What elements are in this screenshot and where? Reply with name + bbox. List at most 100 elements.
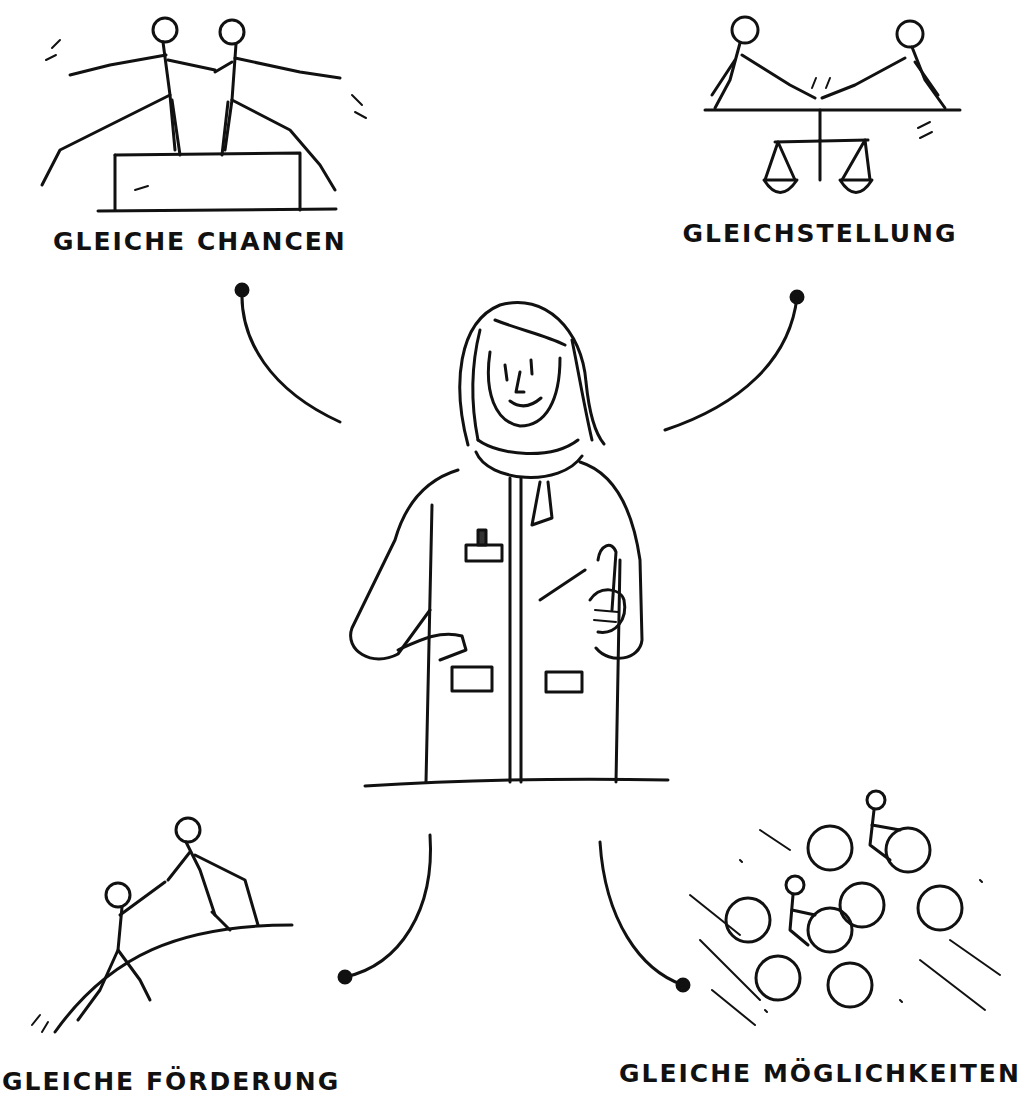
equal-opportunities-sketch-stroke [726, 898, 770, 942]
equal-support-sketch-stroke [55, 925, 292, 1032]
equal-chances-sketch-stroke [46, 40, 60, 60]
equal-chances-sketch-stroke [225, 44, 236, 150]
scientist-figure-stroke [460, 302, 604, 445]
equal-support-sketch-stroke [168, 852, 190, 880]
scientist-figure-stroke [426, 505, 432, 782]
equality-sketch-stroke [822, 58, 905, 98]
scientist-figure-stroke [488, 352, 560, 426]
equality-sketch-stroke [840, 180, 872, 193]
leader-line-stroke [345, 835, 430, 977]
equal-chances-sketch-stroke [222, 102, 228, 155]
caption-label: GLEICHSTELLUNG [683, 220, 958, 248]
equality-sketch-stroke [812, 78, 830, 88]
equal-chances-sketch [42, 18, 366, 211]
equal-opportunities-sketch-stroke [740, 860, 982, 1012]
equal-opportunities-sketch-stroke [790, 895, 808, 945]
scientist-figure-stroke [594, 620, 616, 622]
leader-line-stroke [665, 297, 797, 430]
equal-chances-sketch-stroke [135, 186, 148, 190]
equal-chances-sketch-stroke [114, 155, 117, 210]
equal-opportunities-sketch-stroke [786, 876, 804, 894]
equality-sketch-stroke [715, 43, 740, 108]
equality-sketch-stroke [912, 47, 945, 108]
scientist-figure-stroke [398, 634, 466, 660]
equal-opportunities-sketch-stroke [808, 826, 852, 870]
scientist-figure-stroke [365, 779, 668, 786]
equal-chances-sketch-stroke [70, 55, 166, 75]
scientist-figure-stroke [476, 452, 582, 477]
equal-chances-sketch-stroke [352, 95, 366, 118]
scientist-figure-stroke [520, 478, 523, 782]
equal-chances-sketch-stroke [168, 60, 215, 70]
equality-sketch-stroke [732, 17, 758, 43]
equal-support-sketch-stroke [32, 1015, 48, 1032]
equality-sketch-stroke [897, 21, 923, 47]
scientist-figure-stroke [532, 482, 552, 525]
scientist-figure-stroke [478, 530, 486, 545]
scientist-figure-stroke [510, 398, 541, 406]
equal-opportunities-sketch-stroke [840, 883, 884, 927]
equality-sketch-stroke [705, 109, 960, 112]
scientist-figure-stroke [505, 365, 507, 380]
equality-sketch-stroke [842, 140, 870, 180]
scientist-figure-stroke [509, 478, 512, 782]
scientist-figure-stroke [495, 320, 565, 345]
equal-opportunities-sketch [690, 791, 1000, 1025]
scientist-figure-stroke [452, 667, 492, 691]
equal-chances-sketch-stroke [215, 62, 232, 72]
equality-sketch-stroke [742, 55, 815, 98]
caption-label: GLEICHE CHANCEN [53, 228, 347, 256]
scientist-figure-stroke [572, 340, 592, 440]
equal-opportunities-sketch-stroke [872, 825, 900, 830]
equality-sketch-stroke [915, 62, 938, 95]
equal-chances-sketch-stroke [220, 20, 244, 44]
equality-sketch-stroke [764, 180, 797, 193]
equal-chances-sketch-stroke [172, 100, 180, 155]
equal-chances-sketch-stroke [232, 100, 335, 190]
equal-support-sketch-stroke [78, 907, 122, 1020]
caption-label: GLEICHE MÖGLICHKEITEN [619, 1060, 1021, 1088]
leader-line-stroke [242, 290, 340, 422]
equality-sketch-stroke [712, 60, 735, 95]
equal-opportunities-sketch-stroke [870, 810, 890, 860]
equal-chances-sketch-stroke [98, 209, 336, 211]
leader-line-stroke [600, 842, 683, 985]
equal-support-sketch-stroke [212, 912, 230, 930]
equal-chances-sketch-stroke [115, 153, 300, 210]
equality-sketch-stroke [819, 140, 822, 180]
scientist-figure-stroke [473, 330, 480, 440]
equal-opportunities-sketch-stroke [756, 956, 800, 1000]
leader-line [236, 284, 803, 991]
equal-opportunities-sketch-stroke [828, 963, 872, 1007]
scientist-figure [351, 302, 668, 786]
scientist-figure-stroke [540, 570, 585, 600]
equal-opportunities-sketch-stroke [792, 910, 815, 915]
scientist-figure-stroke [478, 440, 578, 454]
equal-chances-sketch-stroke [42, 95, 170, 185]
scientist-figure-stroke [595, 610, 618, 612]
equal-support-sketch-stroke [118, 950, 150, 1000]
scientist-figure-stroke [580, 462, 642, 658]
equal-opportunities-sketch-stroke [918, 886, 962, 930]
equal-opportunities-sketch-stroke [690, 830, 1000, 1025]
equality-sketch [705, 17, 960, 193]
scientist-figure-stroke [516, 372, 524, 392]
equal-support-sketch-stroke [106, 883, 130, 907]
equal-opportunities-sketch-stroke [867, 791, 885, 809]
scientist-figure-stroke [546, 672, 582, 692]
equality-sketch-stroke [819, 110, 822, 140]
equal-support-sketch-stroke [120, 882, 165, 915]
equal-support-sketch [32, 818, 292, 1032]
equality-sketch-stroke [765, 142, 795, 180]
equal-support-sketch-stroke [176, 818, 200, 842]
scientist-figure-stroke [590, 590, 625, 633]
equal-chances-sketch-stroke [153, 18, 177, 42]
scientist-figure-stroke [598, 545, 616, 610]
equal-opportunities-sketch-stroke [886, 828, 930, 872]
scientist-figure-stroke [466, 545, 502, 561]
equal-support-sketch-stroke [195, 855, 258, 925]
scientist-figure-stroke [351, 470, 458, 659]
caption-label: GLEICHE FÖRDERUNG [2, 1068, 340, 1096]
